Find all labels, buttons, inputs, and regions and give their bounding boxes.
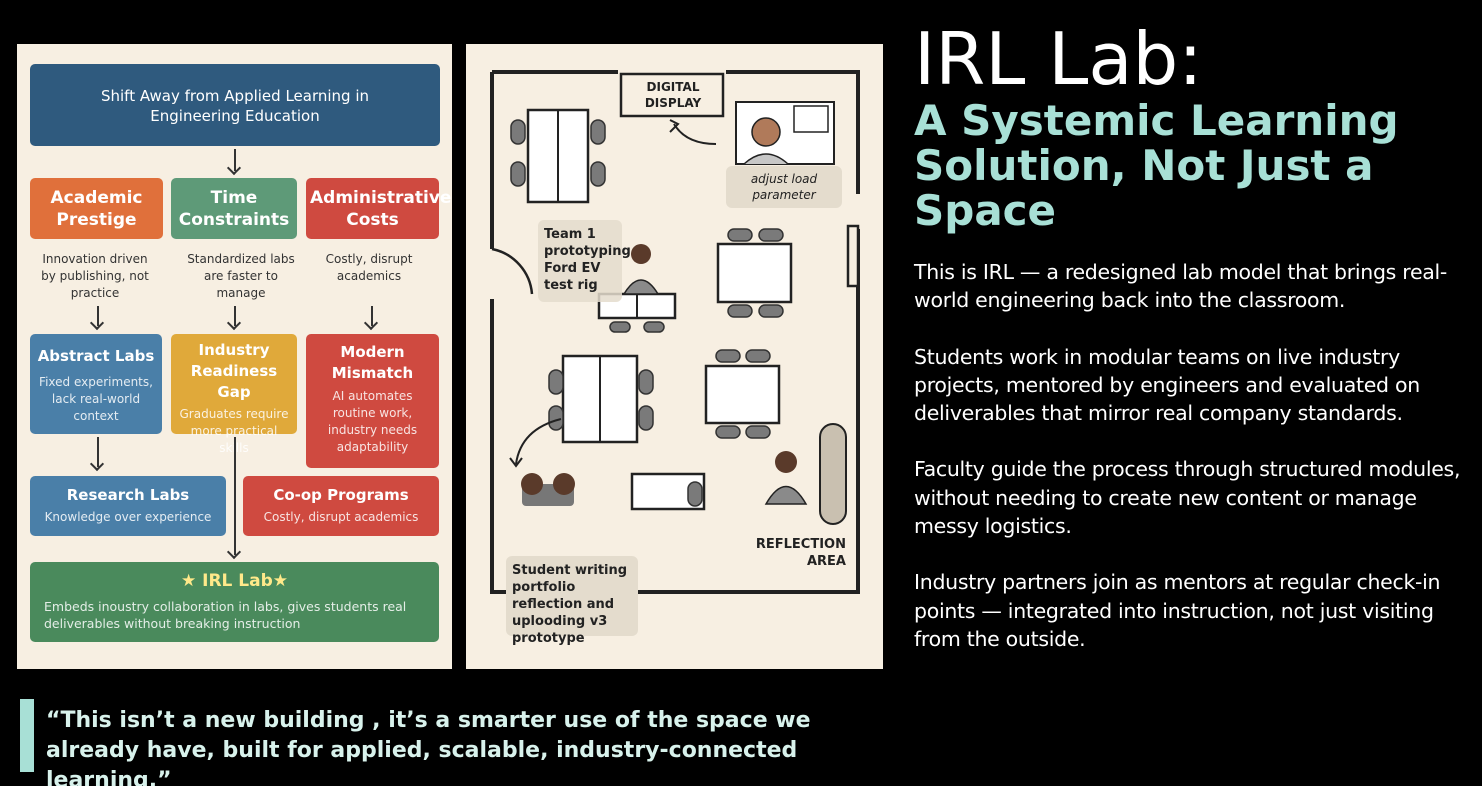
slide-quote: “This isn’t a new building , it’s a smar… [46, 708, 811, 786]
effect-desc: Fixed experiments, lack real-world conte… [39, 375, 153, 423]
body-paragraph: Faculty guide the process through struct… [914, 457, 1461, 539]
effect-desc: Graduates require more practical skills [179, 407, 289, 455]
body-paragraph: This is IRL — a redesigned lab model tha… [914, 260, 1448, 313]
arrow-down [97, 306, 99, 326]
student-label-card [506, 556, 638, 636]
effect-desc: AI automates routine work, industry need… [327, 389, 418, 454]
cause-title: Time Constraints [178, 188, 290, 230]
cause-administrative-costs: Administrative Costs [306, 178, 452, 239]
display-caption-card [726, 166, 842, 208]
arrow-down [234, 149, 236, 171]
team-label: Team 1 prototyping Ford EV test rig [544, 227, 631, 293]
team-label-card [538, 220, 622, 302]
irl-desc: Embeds inoustry collaboration in labs, g… [44, 599, 407, 631]
quote-accent-bar [20, 699, 34, 772]
digital-display-label: DIGITAL DISPLAY [644, 80, 702, 110]
body-paragraph: Students work in modular teams on live i… [914, 344, 1420, 426]
slide-body: This is IRL — a redesigned lab model tha… [914, 258, 1474, 681]
cause-time-constraints: Time Constraints [171, 178, 297, 239]
arrow-down [97, 437, 99, 467]
cause-academic-prestige: Academic Prestige [30, 178, 163, 239]
slide-subtitle: A Systemic Learning Solution, Not Just a… [914, 96, 1399, 235]
coop-desc: Costly, disrupt academics [263, 510, 419, 524]
effect-modern-mismatch: Modern Mismatch AI automates routine wor… [306, 334, 439, 468]
effect-abstract-labs: Abstract Labs Fixed experiments, lack re… [30, 334, 162, 434]
slide-title: IRL Lab: [914, 17, 1203, 101]
student-label: Student writing portfolio reflection and… [512, 563, 628, 646]
research-desc: Knowledge over experience [44, 510, 212, 524]
cause-title: Academic Prestige [50, 188, 143, 230]
floorplan-drawing [490, 70, 860, 594]
coop-title: Co-op Programs [273, 486, 409, 504]
coop-programs-box: Co-op Programs Costly, disrupt academics [243, 476, 439, 536]
research-title: Research Labs [66, 486, 190, 504]
floorplan-image: DIGITAL DISPLAY adjust load parameter Te… [466, 44, 883, 669]
effect-title: Abstract Labs [37, 347, 155, 365]
flow-header-text: Shift Away from Applied Learning in Engi… [100, 87, 369, 125]
body-paragraph: Industry partners join as mentors at reg… [914, 570, 1441, 651]
arrow-down [234, 306, 236, 326]
research-labs-box: Research Labs Knowledge over experience [30, 476, 226, 536]
irl-title: ★ IRL Lab★ [180, 571, 289, 591]
reflection-area-label: REFLECTION AREA [755, 537, 846, 569]
cause-note: Innovation driven by publishing, not pra… [41, 252, 149, 300]
effect-title: Industry Readiness Gap [190, 341, 278, 401]
effect-title: Modern Mismatch [331, 343, 414, 382]
arrow-down [234, 437, 236, 555]
irl-lab-box: ★ IRL Lab★ Embeds inoustry collaboration… [30, 562, 439, 642]
cause-note: Costly, disrupt academics [325, 252, 413, 283]
effect-industry-readiness-gap: Industry Readiness Gap Graduates require… [171, 334, 297, 455]
cause-title: Administrative Costs [310, 188, 452, 230]
arrow-down [371, 306, 373, 326]
flow-header: Shift Away from Applied Learning in Engi… [30, 64, 440, 146]
cause-note: Standardized labs are faster to manage [187, 252, 295, 300]
display-caption: adjust load parameter [750, 172, 818, 202]
flowchart-image: Shift Away from Applied Learning in Engi… [17, 44, 452, 669]
